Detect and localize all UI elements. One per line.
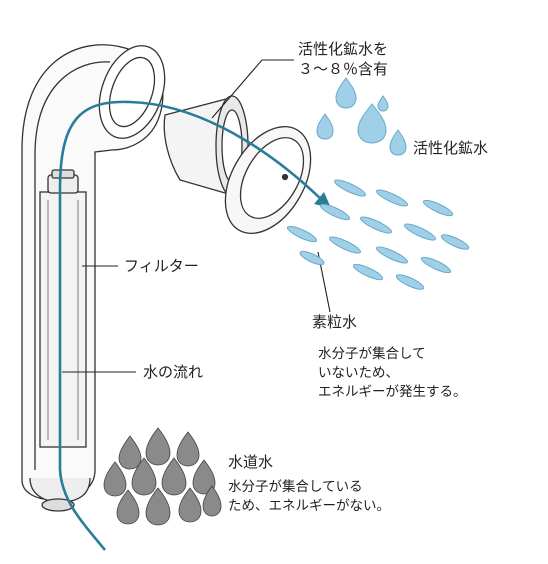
fine-water-desc-line2: いないため、 [318,365,399,381]
mineral-water-content-label-line2: ３～８％含有 [298,60,389,78]
tap-water-desc-line2: ため、エネルギーがない。 [228,498,390,514]
mineral-water-content-label-line1: 活性化鉱水を [298,40,389,58]
fine-water-desc-line1: 水分子が集合して [318,346,426,362]
fine-water-desc-line3: エネルギーが発生する。 [318,384,467,400]
water-flow-label: 水の流れ [143,363,204,381]
flow-arrowhead [314,192,331,208]
mineral-water-droplets [316,77,407,156]
fine-water-droplets [286,179,470,290]
filter-label: フィルター [124,257,199,275]
fine-water-title: 素粒水 [312,313,358,331]
mineral-water-label: 活性化鉱水 [413,139,489,157]
shower-head-illustration [21,44,166,512]
tap-water-desc-line1: 水分子が集合している [228,479,363,495]
tap-water-cluster [103,427,222,526]
tap-water-title: 水道水 [228,453,274,471]
shower-plate [224,125,312,235]
water-flow-line [58,100,323,551]
